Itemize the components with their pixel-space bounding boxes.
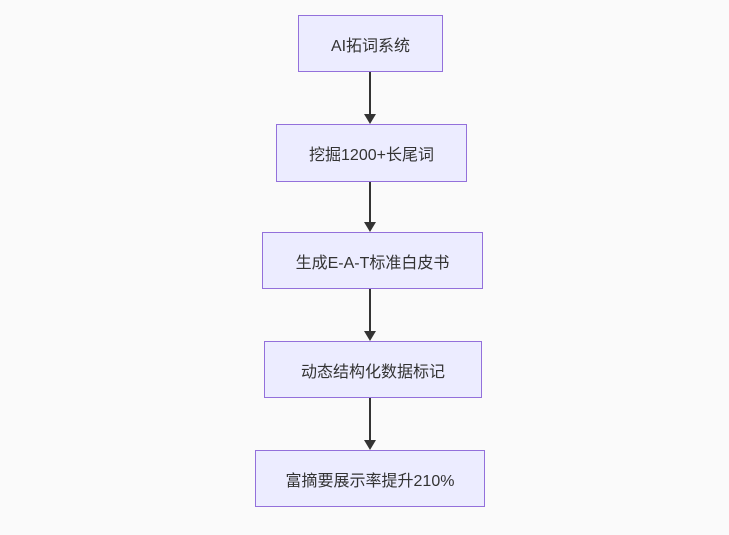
arrowhead-down-icon [364, 222, 376, 232]
flowchart-node-dynamic-structured-data-markup: 动态结构化数据标记 [264, 341, 482, 398]
flowchart-node-rich-snippet-rate-increase: 富摘要展示率提升210% [255, 450, 485, 507]
arrow-line [369, 182, 371, 222]
arrowhead-down-icon [364, 440, 376, 450]
node-label: 动态结构化数据标记 [300, 363, 445, 381]
node-label: 挖掘1200+长尾词 [309, 147, 434, 164]
flowchart-node-generate-eat-whitepaper: 生成E-A-T标准白皮书 [262, 232, 483, 289]
arrow-line [369, 289, 371, 331]
node-label: 生成E-A-T标准白皮书 [295, 254, 450, 272]
node-label: 富摘要展示率提升210% [285, 472, 455, 490]
arrowhead-down-icon [364, 331, 376, 341]
arrowhead-down-icon [364, 114, 376, 124]
node-label: AI拓词系统 [330, 37, 411, 55]
flowchart-node-ai-word-expansion-system: AI拓词系统 [298, 15, 443, 72]
arrow-line [369, 398, 371, 440]
flowchart-node-mine-longtail-keywords: 挖掘1200+长尾词 [276, 124, 467, 182]
arrow-line [369, 72, 371, 115]
